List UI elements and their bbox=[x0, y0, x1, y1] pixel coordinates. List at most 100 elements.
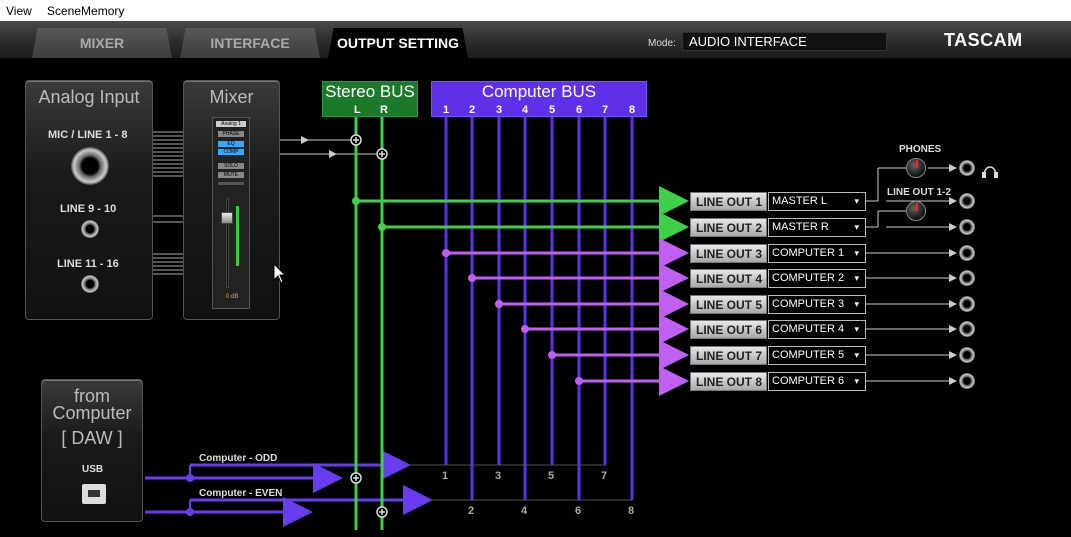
line-out-8-source-select[interactable]: COMPUTER 6▾ bbox=[768, 372, 866, 391]
computer-label: Computer bbox=[52, 403, 132, 423]
line-out-label: LINE OUT 5 bbox=[690, 295, 767, 314]
menu-scene-memory[interactable]: SceneMemory bbox=[47, 4, 125, 18]
line-out-1-2-volume-knob[interactable] bbox=[906, 201, 926, 221]
computer-bus-title: Computer BUS bbox=[481, 82, 597, 101]
computer-bus-number: 4 bbox=[522, 104, 529, 116]
odd-number: 3 bbox=[495, 470, 502, 482]
line-out-label: LINE OUT 4 bbox=[690, 269, 767, 288]
computer-odd-label: Computer - ODD bbox=[199, 453, 278, 464]
line-out-jack-icon bbox=[959, 270, 975, 286]
line-9-10-label: LINE 9 - 10 bbox=[60, 203, 117, 215]
mixer-channel-strip: Analog 1 PHASE EQ COMP SOLO MUTE 0 dB bbox=[212, 117, 250, 309]
line-out-7-source-select[interactable]: COMPUTER 5▾ bbox=[768, 346, 866, 365]
line-out-jack-icon bbox=[959, 373, 975, 389]
line-out-jack-icon bbox=[959, 219, 975, 235]
dropdown-arrow-icon: ▾ bbox=[854, 222, 859, 232]
line-out-label: LINE OUT 8 bbox=[690, 372, 767, 391]
line-out-label: LINE OUT 6 bbox=[690, 320, 767, 339]
line-out-2-source-select[interactable]: MASTER R▾ bbox=[768, 218, 866, 237]
line-out-row: LINE OUT 4 COMPUTER 2▾ bbox=[690, 269, 866, 288]
from-computer-panel: from Computer [ DAW ] USB bbox=[41, 379, 143, 522]
line-out-label: LINE OUT 1 bbox=[690, 192, 767, 211]
fader-handle[interactable] bbox=[221, 212, 233, 224]
line-out-jack-icon bbox=[959, 321, 975, 337]
stereo-bus-title: Stereo BUS bbox=[325, 82, 415, 101]
dropdown-arrow-icon: ▾ bbox=[854, 324, 859, 334]
line-out-row: LINE OUT 7 COMPUTER 5▾ bbox=[690, 346, 866, 365]
line-out-row: LINE OUT 6 COMPUTER 4▾ bbox=[690, 320, 866, 339]
menu-bar: View SceneMemory bbox=[0, 0, 1071, 21]
computer-bus-number: 7 bbox=[602, 104, 609, 116]
computer-bus-number: 1 bbox=[443, 104, 450, 116]
analog-input-title: Analog Input bbox=[38, 87, 140, 107]
dropdown-arrow-icon: ▾ bbox=[854, 376, 859, 386]
mic-line-label: MIC / LINE 1 - 8 bbox=[48, 129, 128, 141]
line-out-jack-icon bbox=[959, 347, 975, 363]
tab-output-setting[interactable]: OUTPUT SETTING bbox=[328, 28, 468, 58]
line-out-row: LINE OUT 8 COMPUTER 6▾ bbox=[690, 372, 866, 391]
phase-button[interactable]: PHASE bbox=[218, 131, 244, 137]
comp-button[interactable]: COMP bbox=[218, 149, 244, 155]
even-number: 8 bbox=[628, 505, 635, 517]
computer-bus-number: 8 bbox=[629, 104, 636, 116]
usb-port-icon bbox=[82, 484, 106, 504]
line-11-16-jack-icon bbox=[81, 275, 99, 293]
level-meter bbox=[236, 206, 239, 266]
eq-button[interactable]: EQ bbox=[218, 141, 244, 147]
dropdown-arrow-icon: ▾ bbox=[854, 248, 859, 258]
even-number: 4 bbox=[521, 505, 528, 517]
mute-button[interactable]: MUTE bbox=[218, 172, 244, 178]
stereo-bus-header: Stereo BUS L R bbox=[322, 81, 418, 117]
line-out-1-source-select[interactable]: MASTER L▾ bbox=[768, 192, 866, 211]
daw-label: [ DAW ] bbox=[61, 428, 123, 448]
line-out-6-source-select[interactable]: COMPUTER 4▾ bbox=[768, 320, 866, 339]
line-out-1-2-label: LINE OUT 1-2 bbox=[887, 187, 951, 198]
analog-to-mixer-lines bbox=[153, 131, 183, 275]
usb-label: USB bbox=[82, 464, 104, 475]
computer-bus-number: 3 bbox=[496, 104, 503, 116]
phones-volume-knob[interactable] bbox=[906, 158, 926, 178]
odd-number: 7 bbox=[601, 470, 608, 482]
menu-view[interactable]: View bbox=[6, 4, 32, 18]
tab-mixer[interactable]: MIXER bbox=[32, 28, 172, 58]
line-9-10-jack-icon bbox=[81, 220, 99, 238]
phones-label: PHONES bbox=[899, 144, 942, 155]
fader-level: 0 dB bbox=[226, 294, 239, 300]
line-out-5-source-select[interactable]: COMPUTER 3▾ bbox=[768, 295, 866, 314]
xlr-combo-jack-icon bbox=[71, 147, 109, 185]
line-out-label: LINE OUT 7 bbox=[690, 346, 767, 365]
line-out-row: LINE OUT 5 COMPUTER 3▾ bbox=[690, 295, 866, 314]
brand-logo: TASCAM bbox=[944, 30, 1023, 50]
even-number: 6 bbox=[575, 505, 582, 517]
mixer-panel: Mixer Analog 1 PHASE EQ COMP SOLO MUTE 0… bbox=[183, 80, 280, 320]
computer-bus-number: 5 bbox=[549, 104, 556, 116]
strip-name: Analog 1 bbox=[216, 121, 246, 127]
line-out-jack-icon bbox=[959, 245, 975, 261]
line-out-4-source-select[interactable]: COMPUTER 2▾ bbox=[768, 269, 866, 288]
line-out-label: LINE OUT 3 bbox=[690, 244, 767, 263]
stereo-bus-l-label: L bbox=[354, 104, 361, 116]
tab-interface[interactable]: INTERFACE bbox=[180, 28, 320, 58]
computer-bus-number: 6 bbox=[576, 104, 583, 116]
odd-number: 1 bbox=[442, 470, 449, 482]
line-out-row: LINE OUT 2 MASTER R▾ bbox=[690, 218, 866, 237]
line-out-3-source-select[interactable]: COMPUTER 1▾ bbox=[768, 244, 866, 263]
dropdown-arrow-icon: ▾ bbox=[854, 273, 859, 283]
top-bar: MIXER INTERFACE OUTPUT SETTING Mode: AUD… bbox=[0, 21, 1071, 58]
line-out-jack-icon bbox=[959, 193, 975, 209]
fader-track bbox=[226, 198, 229, 288]
computer-bus-number: 2 bbox=[469, 104, 476, 116]
stereo-bus-r-label: R bbox=[380, 104, 388, 116]
computer-bus-lines bbox=[444, 117, 634, 500]
line-out-row: LINE OUT 1 MASTER L▾ bbox=[690, 192, 866, 211]
line-out-jack-icon bbox=[959, 296, 975, 312]
odd-number: 5 bbox=[548, 470, 555, 482]
even-number: 2 bbox=[468, 505, 475, 517]
pan-slider[interactable] bbox=[218, 182, 244, 185]
line-out-label: LINE OUT 2 bbox=[690, 218, 767, 237]
line-out-row: LINE OUT 3 COMPUTER 1▾ bbox=[690, 244, 866, 263]
mode-display: AUDIO INTERFACE bbox=[682, 32, 887, 51]
solo-button[interactable]: SOLO bbox=[218, 163, 244, 169]
mouse-cursor-icon bbox=[273, 263, 287, 284]
